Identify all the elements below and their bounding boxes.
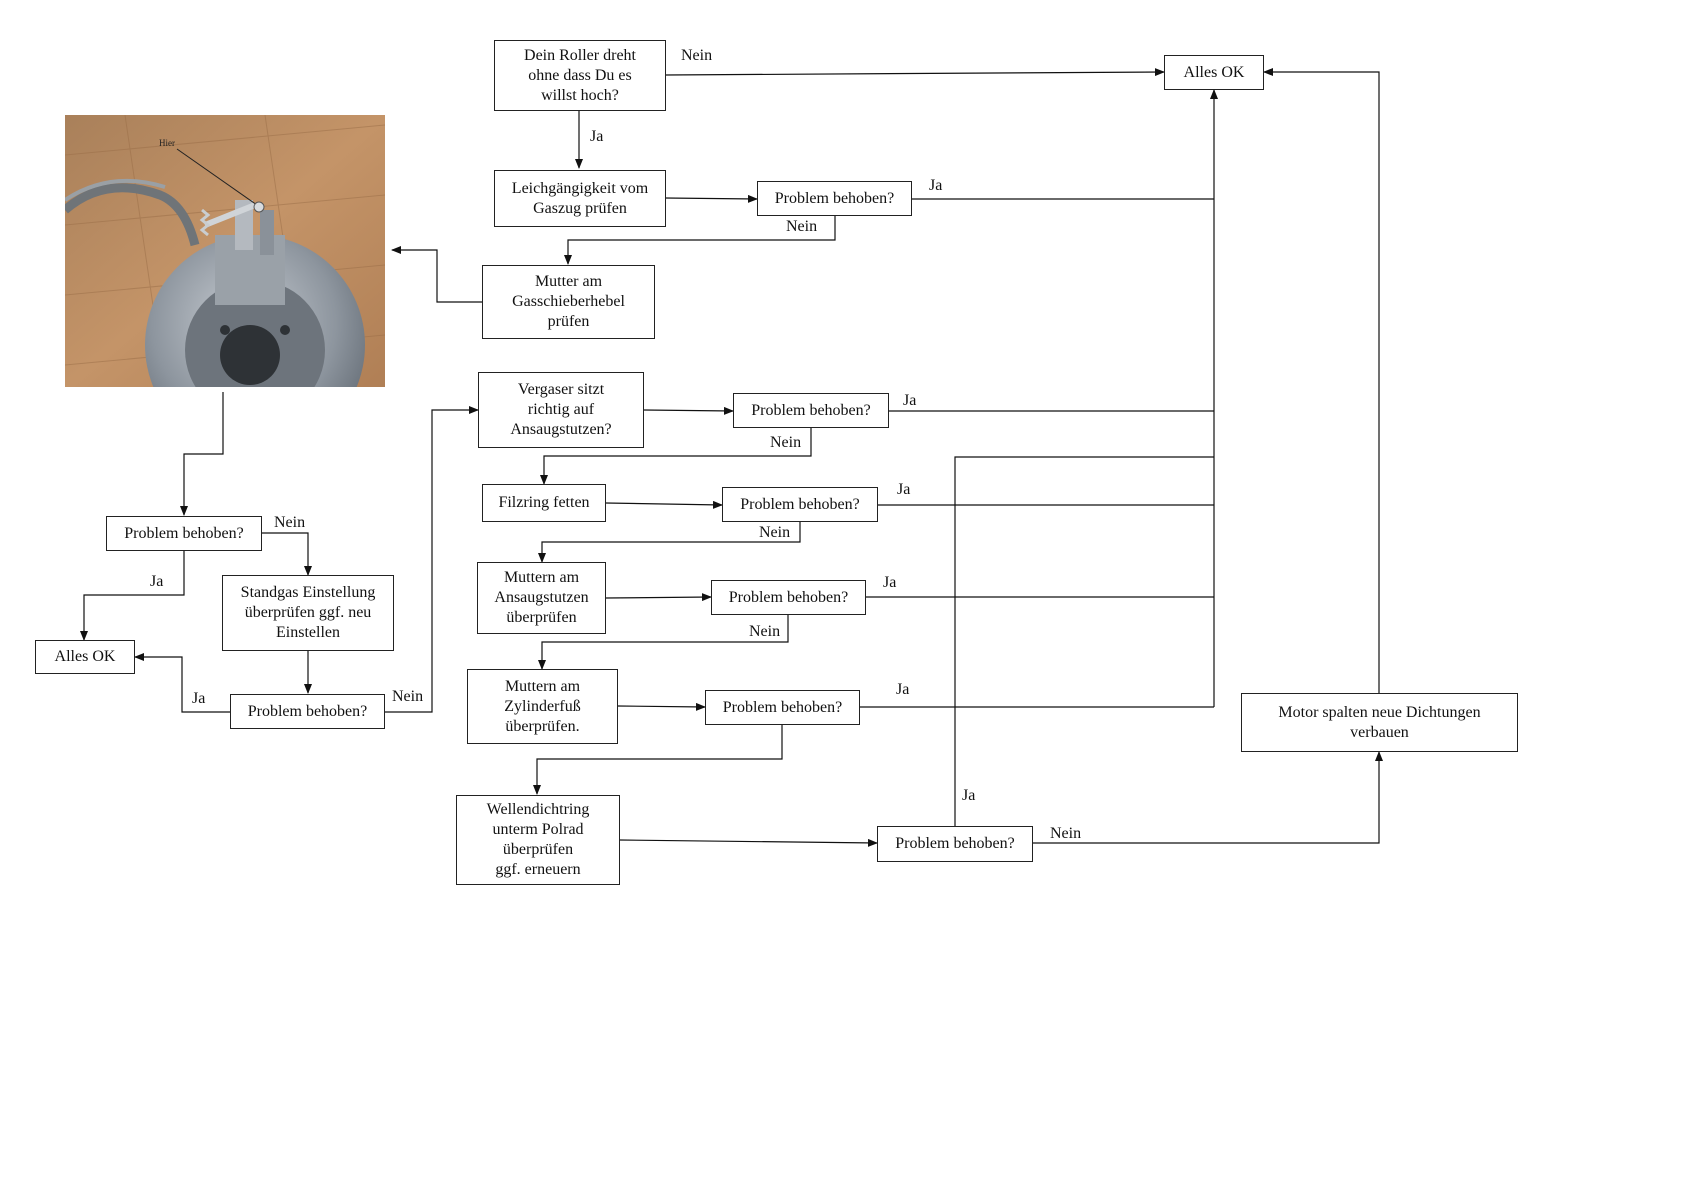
edge-gaszug-q1 xyxy=(664,194,758,203)
edge-q4-nein xyxy=(538,615,789,670)
label-nein-q4: Nein xyxy=(749,623,781,640)
label-ja-q1: Ja xyxy=(929,177,943,194)
label-ja-left-1: Ja xyxy=(150,573,164,590)
node-problem-2: Problem behoben? xyxy=(733,393,889,428)
node-problem-5: Problem behoben? xyxy=(705,690,860,725)
node-problem-4: Problem behoben? xyxy=(711,580,866,615)
node-problem-3: Problem behoben? xyxy=(722,487,878,522)
label-nein-q1: Nein xyxy=(786,218,818,235)
carburetor-photo: Hier xyxy=(65,115,385,387)
edge-mzyl-q5 xyxy=(617,702,706,711)
edge-mansaug-q4 xyxy=(605,593,712,602)
edge-q6-ja xyxy=(954,456,1214,826)
node-wellendichtring: Wellendichtring unterm Polrad überprüfen… xyxy=(456,795,620,885)
node-start: Dein Roller dreht ohne dass Du es willst… xyxy=(494,40,666,111)
edge-qleft2-nein xyxy=(385,406,479,713)
node-problem-6: Problem behoben? xyxy=(877,826,1033,862)
node-muttern-zylinderfuss: Muttern am Zylinderfuß überprüfen. xyxy=(467,669,618,744)
edge-photo-qleft1 xyxy=(180,392,224,516)
node-problem-1: Problem behoben? xyxy=(757,181,912,216)
node-muttern-ansaugstutzen: Muttern am Ansaugstutzen überprüfen xyxy=(477,562,606,634)
edge-vergaser-q2 xyxy=(643,406,734,415)
label-nein-left-2: Nein xyxy=(392,688,424,705)
node-alles-ok-left: Alles OK xyxy=(35,640,135,674)
label-ja-q4: Ja xyxy=(883,574,897,591)
label-nein-left-1: Nein xyxy=(274,514,306,531)
node-gaszug: Leichgängigkeit vom Gaszug prüfen xyxy=(494,170,666,227)
node-problem-left-2: Problem behoben? xyxy=(230,694,385,729)
label-ja-q2: Ja xyxy=(903,392,917,409)
label-ja-left-2: Ja xyxy=(192,690,206,707)
node-mutter-gasschieber: Mutter am Gasschieberhebel prüfen xyxy=(482,265,655,339)
edge-motor-ok xyxy=(1263,68,1380,693)
edge-filzring-q3 xyxy=(605,500,723,509)
edge-q5-nein xyxy=(533,725,783,795)
edge-qleft2-ja xyxy=(134,653,230,713)
node-problem-left-1: Problem behoben? xyxy=(106,516,262,551)
node-filzring: Filzring fetten xyxy=(482,484,606,522)
node-alles-ok-top: Alles OK xyxy=(1164,55,1264,90)
photo-label: Hier xyxy=(159,138,175,148)
carburetor-image: Hier xyxy=(65,115,385,387)
node-vergaser: Vergaser sitzt richtig auf Ansaugstutzen… xyxy=(478,372,644,448)
label-ja-q6: Ja xyxy=(962,787,976,804)
edge-mutter-photo xyxy=(391,246,482,303)
edge-well-q6 xyxy=(619,838,878,847)
edge-q2-nein xyxy=(540,428,812,485)
node-standgas: Standgas Einstellung überprüfen ggf. neu… xyxy=(222,575,394,651)
node-motor-spalten: Motor spalten neue Dichtungen verbauen xyxy=(1241,693,1518,752)
label-nein-q3: Nein xyxy=(759,524,791,541)
edge-start-nein xyxy=(664,68,1165,77)
edge-q6-nein xyxy=(1033,751,1383,844)
edge-qleft1-nein xyxy=(262,532,312,576)
edge-q3-nein xyxy=(538,522,801,563)
label-nein-q6: Nein xyxy=(1050,825,1082,842)
label-ja-start: Ja xyxy=(590,128,604,145)
label-nein-q2: Nein xyxy=(770,434,802,451)
edge-qleft1-ja xyxy=(80,550,185,641)
label-nein-start: Nein xyxy=(681,47,713,64)
label-ja-q5: Ja xyxy=(896,681,910,698)
edge-q1-nein xyxy=(564,216,836,265)
label-ja-q3: Ja xyxy=(897,481,911,498)
